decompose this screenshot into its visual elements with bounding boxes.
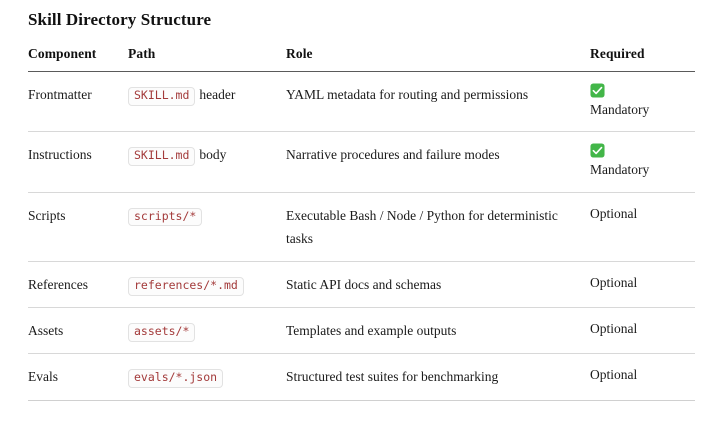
path-code: SKILL.md: [128, 87, 196, 106]
cell-role: Static API docs and schemas: [286, 261, 590, 309]
path-code: scripts/*: [128, 207, 203, 227]
path-code: evals/*.json: [128, 369, 224, 388]
cell-required: Mandatory: [590, 71, 695, 133]
white-heavy-check-mark-icon: [590, 143, 605, 158]
cell-role: Narrative procedures and failure modes: [286, 131, 590, 193]
cell-role: YAML metadata for routing and permission…: [286, 71, 590, 133]
cell-role: Executable Bash / Node / Python for dete…: [286, 192, 590, 263]
required-label: Optional: [590, 367, 638, 383]
cell-required: Optional: [590, 307, 695, 355]
cell-path: assets/*: [128, 307, 286, 355]
path-suffix: header: [199, 87, 236, 103]
cell-component: References: [28, 261, 128, 309]
table-row: Evals evals/*.json Structured test suite…: [28, 353, 695, 401]
required-label: Optional: [590, 321, 638, 337]
cell-component: Instructions: [28, 131, 128, 193]
cell-component: Evals: [28, 353, 128, 401]
cell-required: Optional: [590, 261, 695, 309]
white-heavy-check-mark-icon: [590, 83, 605, 98]
cell-role: Templates and example outputs: [286, 307, 590, 355]
column-header-component: Component: [28, 46, 128, 73]
path-code: references/*.md: [128, 277, 244, 296]
page-title: Skill Directory Structure: [28, 10, 212, 29]
cell-path: scripts/*: [128, 192, 286, 263]
cell-component: Scripts: [28, 192, 128, 263]
table-header-row: Component Path Role Required: [28, 46, 695, 73]
column-header-role: Role: [286, 46, 590, 73]
cell-path: references/*.md: [128, 261, 286, 309]
cell-required: Mandatory: [590, 131, 695, 193]
path-suffix: body: [199, 147, 227, 163]
required-label: Mandatory: [590, 102, 650, 118]
table-row: Assets assets/* Templates and example ou…: [28, 307, 695, 355]
cell-role: Structured test suites for benchmarking: [286, 353, 590, 401]
cell-path: evals/*.json: [128, 353, 286, 401]
cell-required: Optional: [590, 192, 695, 263]
required-label: Optional: [590, 275, 638, 291]
cell-component: Frontmatter: [28, 71, 128, 133]
cell-component: Assets: [28, 307, 128, 355]
cell-required: Optional: [590, 353, 695, 401]
column-header-required: Required: [590, 46, 695, 73]
required-label: Optional: [590, 205, 638, 221]
table-row: References references/*.md Static API do…: [28, 261, 695, 309]
required-label: Mandatory: [590, 162, 650, 178]
table-row: Scripts scripts/* Executable Bash / Node…: [28, 192, 695, 263]
path-code: assets/*: [128, 323, 196, 342]
path-code: SKILL.md: [128, 147, 196, 166]
table-header: Component Path Role Required: [28, 46, 695, 73]
skill-directory-table: Component Path Role Required Frontmatter…: [28, 46, 695, 401]
column-header-path: Path: [128, 46, 286, 73]
